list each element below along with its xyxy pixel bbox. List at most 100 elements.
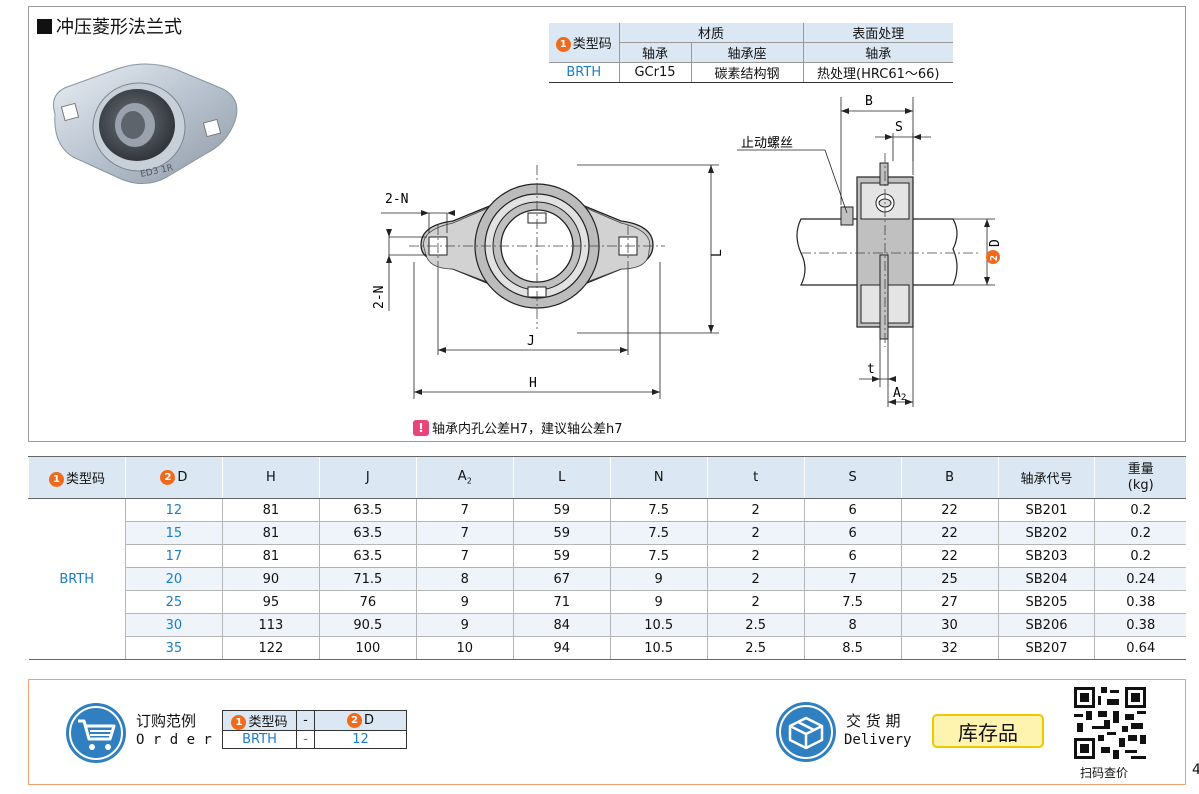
cell-s: 6 bbox=[803, 544, 902, 568]
side-view bbox=[796, 153, 979, 347]
cell-j: 100 bbox=[318, 636, 417, 660]
dim-b: B bbox=[865, 94, 873, 109]
cart-icon bbox=[66, 703, 126, 763]
cell-s: 8 bbox=[803, 613, 902, 637]
cell-t: 2 bbox=[706, 567, 805, 591]
cell-n: 7.5 bbox=[609, 521, 708, 545]
cell-a2: 7 bbox=[415, 498, 514, 522]
cell-j: 90.5 bbox=[318, 613, 417, 637]
bearing-header: 轴承 bbox=[619, 42, 692, 63]
material-header: 材质 bbox=[619, 23, 804, 43]
cell-bearing: SB201 bbox=[997, 498, 1095, 522]
order-example-d: 12 bbox=[314, 730, 407, 749]
warning-icon: ! bbox=[413, 419, 429, 436]
svg-text:D: D bbox=[988, 239, 1003, 247]
cell-bearing: SB205 bbox=[997, 590, 1095, 614]
col-a2: A2 bbox=[415, 456, 514, 499]
cell-n: 10.5 bbox=[609, 636, 708, 660]
cell-d: 35 bbox=[124, 636, 223, 660]
page-edge-number: 4 bbox=[1192, 762, 1199, 778]
col-weight: 重量(kg) bbox=[1094, 456, 1186, 499]
cell-h: 113 bbox=[221, 613, 320, 637]
housing-material: 碳素结构钢 bbox=[691, 62, 804, 83]
bearing-header-2: 轴承 bbox=[803, 42, 953, 63]
cell-a2: 8 bbox=[415, 567, 514, 591]
col-bearing-no: 轴承代号 bbox=[997, 456, 1095, 499]
cell-weight: 0.64 bbox=[1094, 636, 1186, 660]
cell-h: 81 bbox=[221, 521, 320, 545]
cell-h: 90 bbox=[221, 567, 320, 591]
cell-weight: 0.38 bbox=[1094, 590, 1186, 614]
cell-n: 9 bbox=[609, 567, 708, 591]
dim-l: L bbox=[710, 249, 725, 257]
cell-bearing: SB207 bbox=[997, 636, 1095, 660]
cell-a2: 7 bbox=[415, 521, 514, 545]
title-square-icon bbox=[37, 18, 52, 34]
cell-l: 59 bbox=[512, 544, 611, 568]
cell-a2: 9 bbox=[415, 613, 514, 637]
material-model: BRTH bbox=[549, 62, 620, 83]
delivery-title-en: Delivery bbox=[844, 732, 912, 748]
cell-d: 15 bbox=[124, 521, 223, 545]
cell-h: 81 bbox=[221, 498, 320, 522]
cell-b: 25 bbox=[900, 567, 999, 591]
cell-l: 67 bbox=[512, 567, 611, 591]
svg-text:2: 2 bbox=[989, 255, 1000, 261]
tolerance-note: !轴承内孔公差H7，建议轴公差h7 bbox=[413, 418, 623, 437]
cell-j: 63.5 bbox=[318, 498, 417, 522]
order-title: 订购范例 bbox=[136, 712, 197, 730]
dim-a2: A2 bbox=[893, 386, 906, 403]
qr-code-icon[interactable] bbox=[1071, 684, 1149, 762]
dim-s: S bbox=[895, 120, 903, 135]
cell-b: 32 bbox=[900, 636, 999, 660]
cell-d: 20 bbox=[124, 567, 223, 591]
cell-bearing: SB204 bbox=[997, 567, 1095, 591]
cell-a2: 7 bbox=[415, 544, 514, 568]
order-example-model: BRTH bbox=[222, 730, 297, 749]
cell-t: 2.5 bbox=[706, 613, 805, 637]
cell-j: 63.5 bbox=[318, 521, 417, 545]
col-n: N bbox=[609, 456, 708, 499]
cell-b: 22 bbox=[900, 544, 999, 568]
col-t: t bbox=[706, 456, 805, 499]
col-b: B bbox=[900, 456, 999, 499]
cell-b: 30 bbox=[900, 613, 999, 637]
cell-a2: 10 bbox=[415, 636, 514, 660]
cell-n: 9 bbox=[609, 590, 708, 614]
qr-label: 扫码查价 bbox=[1080, 766, 1129, 780]
cell-n: 10.5 bbox=[609, 613, 708, 637]
cell-b: 27 bbox=[900, 590, 999, 614]
col-h: H bbox=[221, 456, 320, 499]
cell-l: 71 bbox=[512, 590, 611, 614]
cell-h: 95 bbox=[221, 590, 320, 614]
dim-d: 2 D bbox=[986, 239, 1003, 264]
cell-h: 81 bbox=[221, 544, 320, 568]
dim-j: J bbox=[527, 334, 535, 349]
cell-b: 22 bbox=[900, 498, 999, 522]
cell-l: 59 bbox=[512, 498, 611, 522]
cell-s: 7 bbox=[803, 567, 902, 591]
cell-t: 2 bbox=[706, 590, 805, 614]
cell-bearing: SB203 bbox=[997, 544, 1095, 568]
surface-header: 表面处理 bbox=[803, 23, 953, 43]
cell-s: 6 bbox=[803, 498, 902, 522]
cell-n: 7.5 bbox=[609, 498, 708, 522]
set-screw-label: 止动螺丝 bbox=[741, 136, 793, 151]
product-photo: ED3 1R bbox=[53, 63, 238, 184]
cell-n: 7.5 bbox=[609, 544, 708, 568]
cell-t: 2 bbox=[706, 498, 805, 522]
delivery-box-icon bbox=[776, 702, 836, 762]
cell-l: 84 bbox=[512, 613, 611, 637]
cell-d: 30 bbox=[124, 613, 223, 637]
